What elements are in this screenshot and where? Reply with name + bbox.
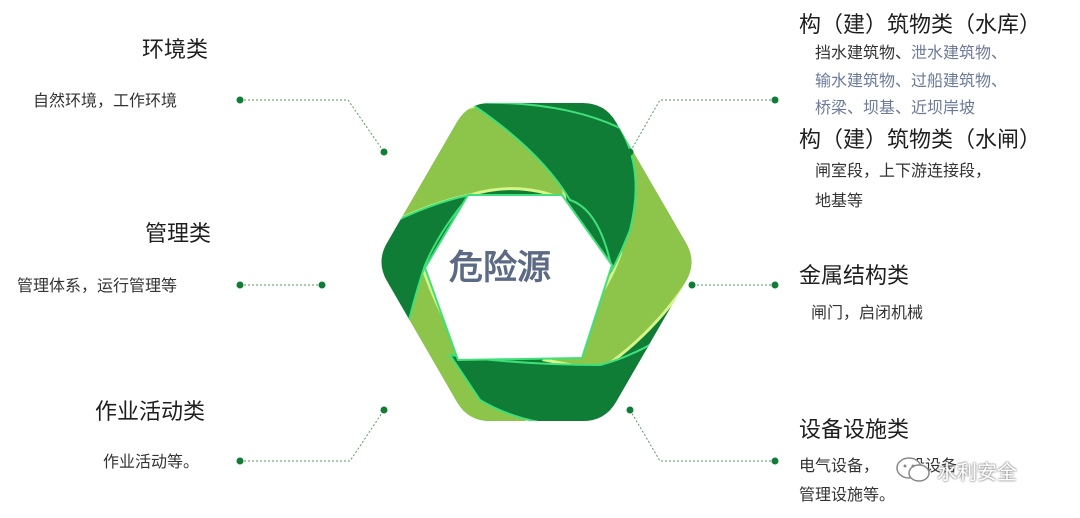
work-activity-title: 作业活动类 [95,400,206,425]
reservoir-title: 构（建）筑物类（水库） [799,13,1042,38]
reservoir-line3: 桥梁、坝基、近坝岸坡 [815,98,976,117]
center-label: 危险源 [449,248,551,288]
watermark: 水利安全 [895,455,1017,485]
blade-dark-left [381,193,473,383]
reservoir-line1-b: 泄水建筑物、 [911,43,1008,62]
metal-structure-desc: 闸门，启闭机械 [811,303,924,322]
reservoir-line1-a: 挡水建筑物、 [815,43,912,62]
environment-title: 环境类 [142,38,209,63]
reservoir-line2: 输水建筑物、过船建筑物、 [815,71,1008,90]
connector-dots [236,96,779,465]
metal-structure-title: 金属结构类 [799,264,910,289]
management-desc: 管理体系，运行管理等 [17,276,178,295]
equipment-line2: 管理设施等。 [799,485,896,504]
sluice-line2: 地基等 [815,191,864,210]
inner-center-hexagon [423,194,614,362]
reservoir-line1: 挡水建筑物、泄水建筑物、 [815,38,1007,68]
wechat-icon [896,457,930,482]
sluice-title: 构（建）筑物类（水闸） [799,128,1042,153]
equipment-title: 设备设施类 [799,418,910,443]
leader-lines [240,99,775,462]
work-activity-desc: 作业活动等。 [103,452,200,471]
watermark-text: 水利安全 [937,459,1017,484]
environment-desc: 自然环境，工作环境 [33,91,178,110]
sluice-line1: 闸室段，上下游连接段， [815,161,992,180]
blade-dark-top-right [466,103,637,273]
management-title: 管理类 [145,222,212,247]
